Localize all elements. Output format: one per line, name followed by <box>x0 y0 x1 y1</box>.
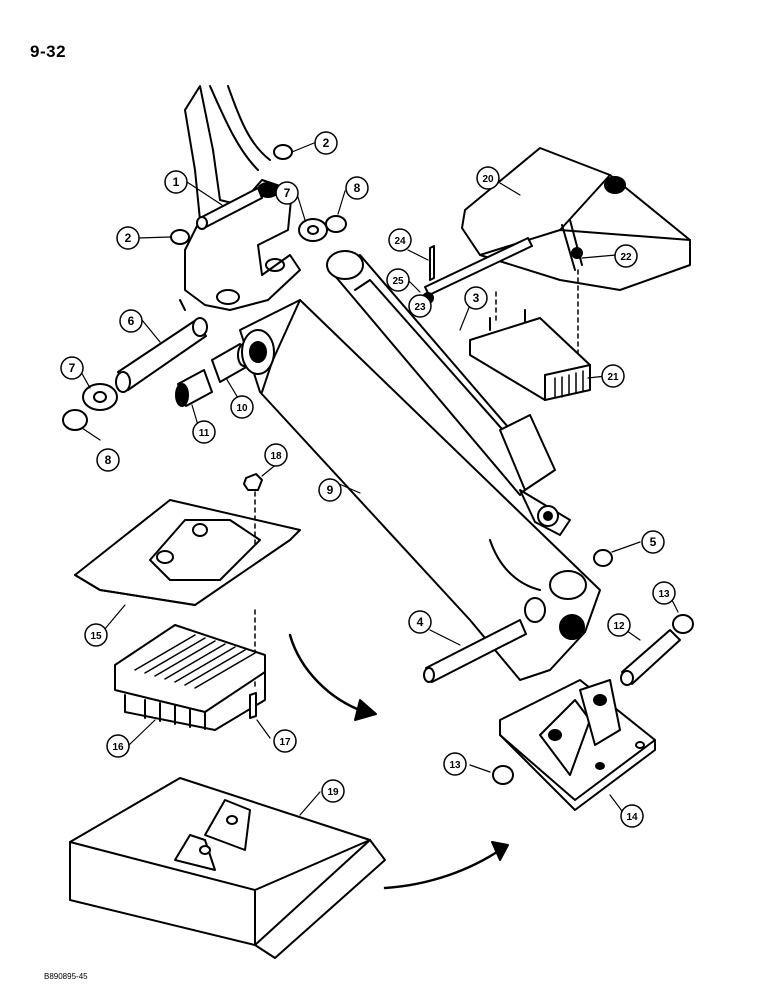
callout-label: 2 <box>125 231 132 245</box>
callout-label: 4 <box>417 615 424 629</box>
callout-c18: 18 <box>264 443 288 467</box>
callout-label: 12 <box>613 621 625 632</box>
snap-ring-8-left <box>62 409 88 431</box>
plate-15 <box>74 499 301 606</box>
callout-label: 5 <box>650 535 657 549</box>
callout-label: 9 <box>327 483 334 497</box>
callout-c8b: 8 <box>345 176 369 200</box>
callout-label: 15 <box>90 631 102 642</box>
callout-c4: 4 <box>408 610 432 634</box>
callout-c8a: 8 <box>96 448 120 472</box>
snap-ring-2-top <box>273 144 293 160</box>
pad-16 <box>114 624 266 731</box>
snap-ring-8-top <box>325 215 347 233</box>
callout-label: 2 <box>323 136 330 150</box>
callout-c20: 20 <box>476 166 500 190</box>
callout-c7a: 7 <box>60 356 84 380</box>
pin-1 <box>196 187 263 230</box>
callout-c23: 23 <box>408 294 432 318</box>
callout-c13b: 13 <box>652 581 676 605</box>
bushing-11 <box>175 369 213 407</box>
pin-12 <box>620 629 681 686</box>
callout-label: 7 <box>69 361 76 375</box>
callout-c12: 12 <box>607 613 631 637</box>
callout-c9: 9 <box>318 478 342 502</box>
snap-ring-5 <box>593 549 613 567</box>
callout-c6: 6 <box>119 309 143 333</box>
pad-21 <box>469 309 591 401</box>
callout-label: 18 <box>270 451 282 462</box>
callout-label: 14 <box>626 812 638 823</box>
bolt-24 <box>429 245 435 281</box>
callout-label: 20 <box>482 174 494 185</box>
page-number: 9-32 <box>30 42 67 61</box>
callout-label: 10 <box>236 403 248 414</box>
callout-c11: 11 <box>192 420 216 444</box>
callout-c22: 22 <box>614 244 638 268</box>
callout-c2b: 2 <box>314 131 338 155</box>
callout-c19: 19 <box>321 779 345 803</box>
snap-ring-13-left <box>492 765 514 785</box>
callout-c25: 25 <box>386 268 410 292</box>
boom-arm-9 <box>239 299 601 681</box>
callout-label: 23 <box>414 302 426 313</box>
nut-18 <box>243 473 263 491</box>
hydraulic-cylinder-3 <box>326 250 571 536</box>
callout-label: 16 <box>112 742 124 753</box>
snap-ring-13-right <box>672 614 694 634</box>
callout-label: 8 <box>105 453 112 467</box>
counterweight-20 <box>461 147 691 291</box>
callout-label: 3 <box>473 291 480 305</box>
callout-c3: 3 <box>464 286 488 310</box>
callout-c10: 10 <box>230 395 254 419</box>
callout-label: 6 <box>128 314 135 328</box>
snap-ring-2-left <box>170 229 190 245</box>
arrow-down-right <box>288 633 367 714</box>
callout-label: 24 <box>394 236 406 247</box>
callout-label: 7 <box>284 186 291 200</box>
mount-plate-14 <box>499 679 656 811</box>
document-code: B890895-45 <box>44 972 88 981</box>
bolt-17 <box>249 692 257 719</box>
callout-c1: 1 <box>164 170 188 194</box>
callout-label: 8 <box>354 181 361 195</box>
callout-c16: 16 <box>106 734 130 758</box>
arrow-up-right <box>383 848 502 890</box>
callout-c17: 17 <box>273 729 297 753</box>
callout-c13a: 13 <box>443 752 467 776</box>
callout-label: 11 <box>199 428 210 439</box>
callout-label: 21 <box>607 372 619 383</box>
callout-label: 13 <box>449 760 461 771</box>
washer-7-left <box>82 383 118 411</box>
callout-c14: 14 <box>620 804 644 828</box>
callout-c7b: 7 <box>275 181 299 205</box>
pin-4 <box>423 619 527 683</box>
callout-label: 25 <box>392 276 404 287</box>
pin-6 <box>115 317 208 393</box>
callout-c5: 5 <box>641 530 665 554</box>
callout-c2a: 2 <box>116 226 140 250</box>
callout-label: 19 <box>327 787 339 798</box>
callout-label: 17 <box>279 737 291 748</box>
callout-c15: 15 <box>84 623 108 647</box>
base-plate-19 <box>69 777 386 959</box>
callout-label: 22 <box>620 252 632 263</box>
callout-c24: 24 <box>388 228 412 252</box>
callout-label: 13 <box>658 589 670 600</box>
callout-c21: 21 <box>601 364 625 388</box>
callout-label: 1 <box>173 175 180 189</box>
